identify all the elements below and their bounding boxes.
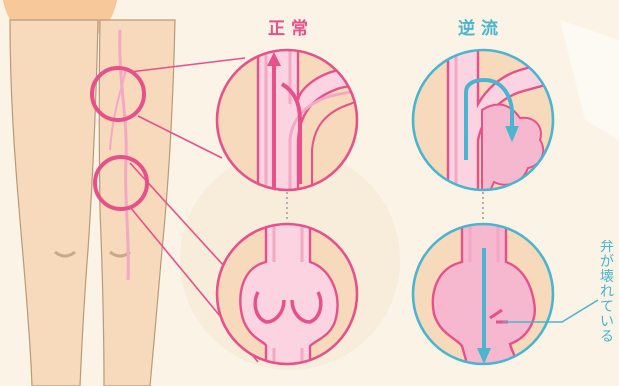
leg-illustration (10, 20, 175, 386)
reflux-vein-valve-icon (413, 40, 556, 200)
broken-valve-closeup (413, 220, 553, 386)
label-normal: 正常 (268, 14, 314, 39)
decorative-sparkle (560, 20, 619, 140)
normal-valve-closeup (217, 220, 357, 386)
valve-note: 弁が壊れている (600, 240, 619, 386)
label-reflux: 逆流 (458, 14, 504, 39)
